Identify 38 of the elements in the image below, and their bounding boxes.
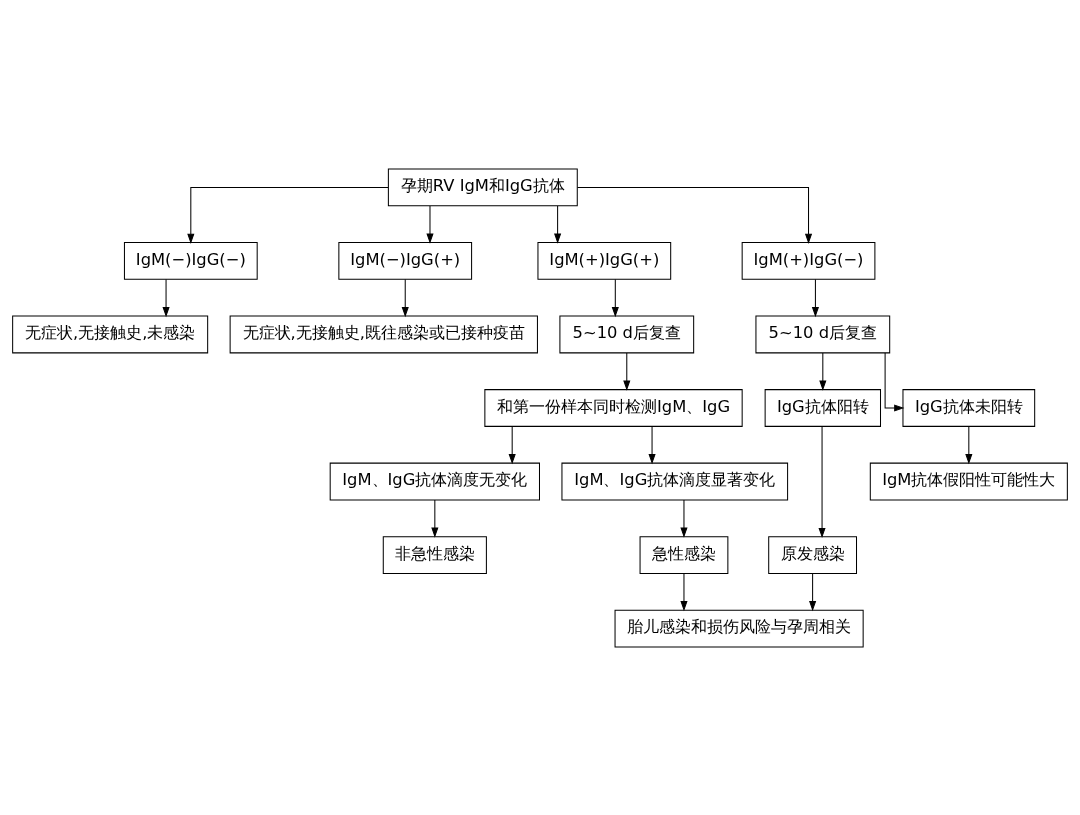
arrow xyxy=(623,352,631,391)
node-box: IgM抗体假阳性可能性大 xyxy=(869,462,1068,500)
node-box: 无症状,无接触史,未感染 xyxy=(12,315,209,353)
arrow xyxy=(809,572,817,611)
arrow xyxy=(431,499,439,538)
arrow xyxy=(401,278,409,317)
arrow xyxy=(818,425,826,538)
node-box: IgM(+)IgG(−) xyxy=(741,241,876,280)
arrow xyxy=(680,499,688,538)
arrow xyxy=(965,425,973,464)
node-box: IgG抗体未阳转 xyxy=(902,388,1036,427)
node-box: IgM(−)IgG(+) xyxy=(338,241,473,280)
node-box: 急性感染 xyxy=(639,535,729,574)
node-box: 胎儿感染和损伤风险与孕周相关 xyxy=(614,609,864,647)
arrow xyxy=(680,572,688,611)
node-box: 5~10 d后复查 xyxy=(559,315,695,353)
arrow xyxy=(426,205,434,244)
node-box: 和第一份样本同时检测IgM、IgG xyxy=(484,388,743,427)
arrow xyxy=(162,278,170,317)
arrow xyxy=(811,278,819,317)
node-box: 孕期RV IgM和IgG抗体 xyxy=(387,168,578,206)
arrow xyxy=(554,205,562,244)
node-box: IgM、IgG抗体滴度无变化 xyxy=(329,462,540,500)
arrow xyxy=(576,186,813,244)
arrow xyxy=(648,425,656,464)
node-box: 无症状,无接触史,既往感染或已接种疫苗 xyxy=(229,315,538,353)
arrow xyxy=(819,352,827,391)
node-box: IgM(+)IgG(+) xyxy=(537,241,672,280)
node-box: 5~10 d后复查 xyxy=(755,315,891,353)
node-box: 非急性感染 xyxy=(382,535,487,574)
node-box: IgM、IgG抗体滴度显著变化 xyxy=(561,462,789,500)
arrow xyxy=(611,278,619,317)
node-box: IgG抗体阳转 xyxy=(764,388,881,427)
node-box: 原发感染 xyxy=(768,535,857,574)
arrow xyxy=(508,425,516,464)
arrow xyxy=(884,352,905,412)
node-box: IgM(−)IgG(−) xyxy=(123,241,258,280)
arrow xyxy=(187,186,389,244)
